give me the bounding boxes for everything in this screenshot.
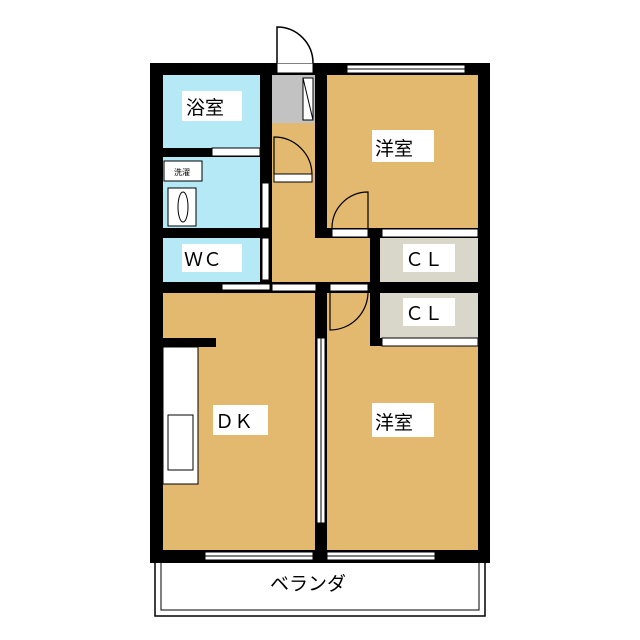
closet-2-label: ＣＬ xyxy=(405,303,443,325)
door[interactable] xyxy=(331,191,369,229)
door[interactable] xyxy=(329,290,369,331)
dk-label: ＤＫ xyxy=(215,411,253,433)
bath-label: 浴室 xyxy=(186,97,224,119)
closet-1-label: ＣＬ xyxy=(405,249,443,271)
western-room-2-label: 洋室 xyxy=(375,412,413,434)
western-room-1-label: 洋室 xyxy=(375,138,413,160)
balcony xyxy=(154,559,486,617)
washer-space xyxy=(163,160,203,182)
hallway xyxy=(272,123,370,282)
sink xyxy=(167,414,194,471)
balcony-label: ベランダ xyxy=(270,573,346,595)
door[interactable] xyxy=(273,136,313,175)
entrance-door[interactable] xyxy=(276,26,314,64)
wc-label: ＷＣ xyxy=(184,249,222,271)
laundry-label: 洗濯 xyxy=(174,167,190,177)
